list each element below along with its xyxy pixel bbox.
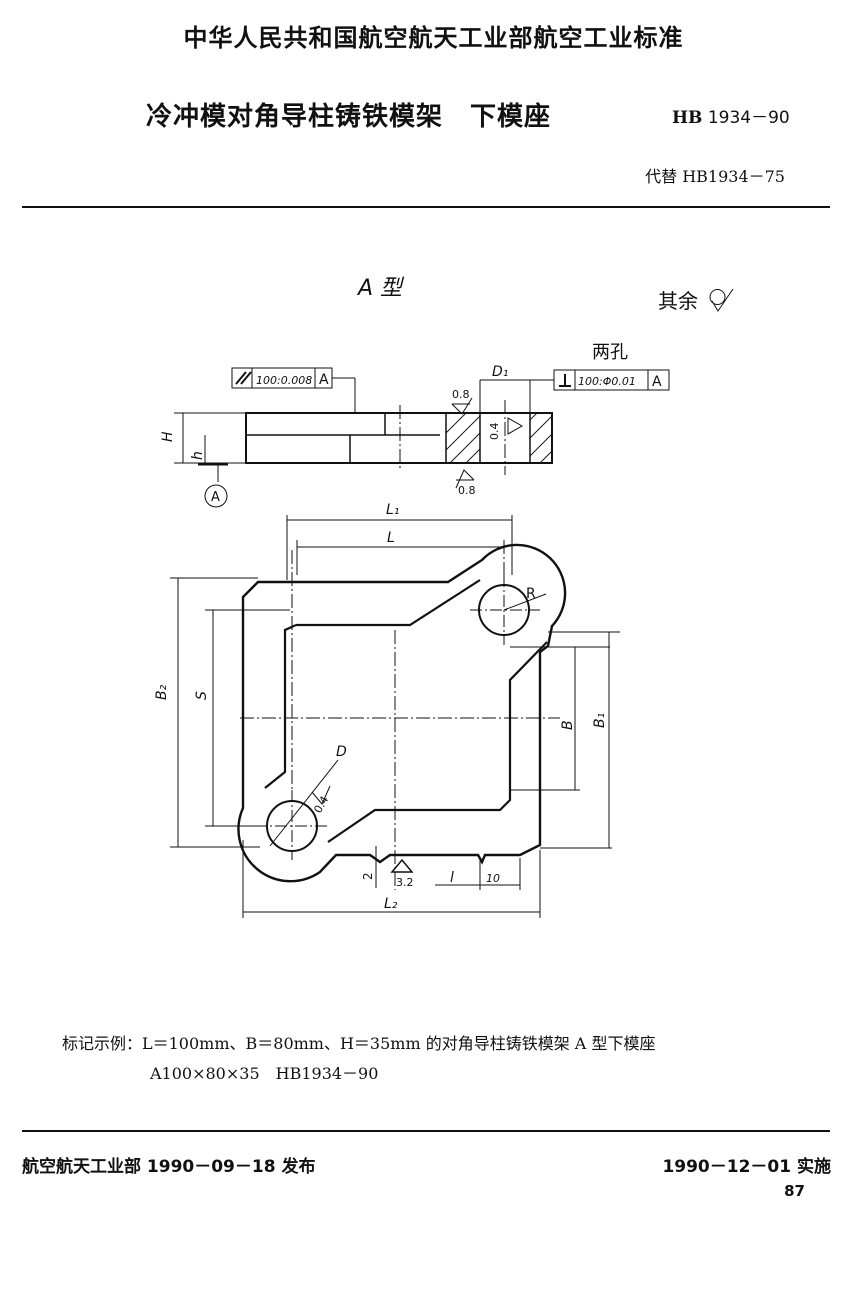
dim-10: 10 (486, 872, 500, 885)
dim-l1: L₁ (386, 502, 399, 518)
dim-r: R (526, 586, 536, 602)
section-view (174, 367, 670, 508)
roughness-side: 0.4 (311, 794, 331, 816)
datum-a-label: A (211, 490, 220, 505)
dim-s: S (194, 691, 210, 700)
datum-ref-parallel: A (319, 372, 329, 388)
organization-header: 中华人民共和国航空航天工业部航空工业标准 (183, 24, 684, 52)
dim-l2: L₂ (384, 896, 398, 912)
dim-l-small: l (450, 870, 454, 886)
standard-number: HB 1934－90 (672, 103, 790, 128)
issue-info: 航空航天工业部 1990－09－18 发布 (22, 1157, 316, 1177)
dim-d: D (336, 744, 347, 760)
roughness-step: 3.2 (396, 876, 414, 889)
dim-h-step: h (190, 451, 206, 460)
header-divider (22, 206, 830, 208)
roughness-bottom: 0.8 (458, 484, 476, 497)
document-title: 冷冲模对角导柱铸铁模架 下模座 (146, 102, 552, 132)
surface-note: 其余 (658, 289, 698, 313)
dim-2: 2 (361, 872, 375, 880)
roughness-hole: 0.4 (488, 423, 501, 441)
dim-h-total: H (160, 431, 176, 442)
type-label: A 型 (356, 276, 405, 301)
dim-l: L (387, 530, 395, 546)
parallel-tolerance-value: 100:0.008 (256, 374, 312, 387)
standard-code: 1934－90 (707, 108, 790, 128)
plan-view (170, 288, 734, 918)
roughness-top: 0.8 (452, 388, 470, 401)
marking-example: 标记示例：L＝100mm、B＝80mm、H＝35mm 的对角导柱铸铁模架 A 型… (62, 1034, 656, 1053)
dim-b2: B₂ (154, 684, 170, 700)
footer-divider (22, 1130, 830, 1132)
implementation-date: 1990－12－01 实施 (662, 1157, 831, 1177)
page-number: 87 (784, 1182, 805, 1200)
datum-ref-perpendicular: A (652, 374, 662, 390)
holes-note: 两孔 (592, 342, 628, 363)
standard-prefix: HB (672, 108, 703, 128)
technical-drawing: A 型 其余 两孔 100:0.008 A 100:Φ0.01 A D₁ 0.8… (154, 276, 734, 918)
dim-b: B (560, 720, 576, 730)
dim-d1: D₁ (492, 364, 508, 380)
perpendicular-tolerance-value: 100:Φ0.01 (578, 375, 636, 388)
replaces-note: 代替 HB1934－75 (645, 167, 785, 186)
marking-code: A100×80×35 HB1934－90 (150, 1064, 379, 1083)
dim-b1: B₁ (592, 713, 608, 728)
